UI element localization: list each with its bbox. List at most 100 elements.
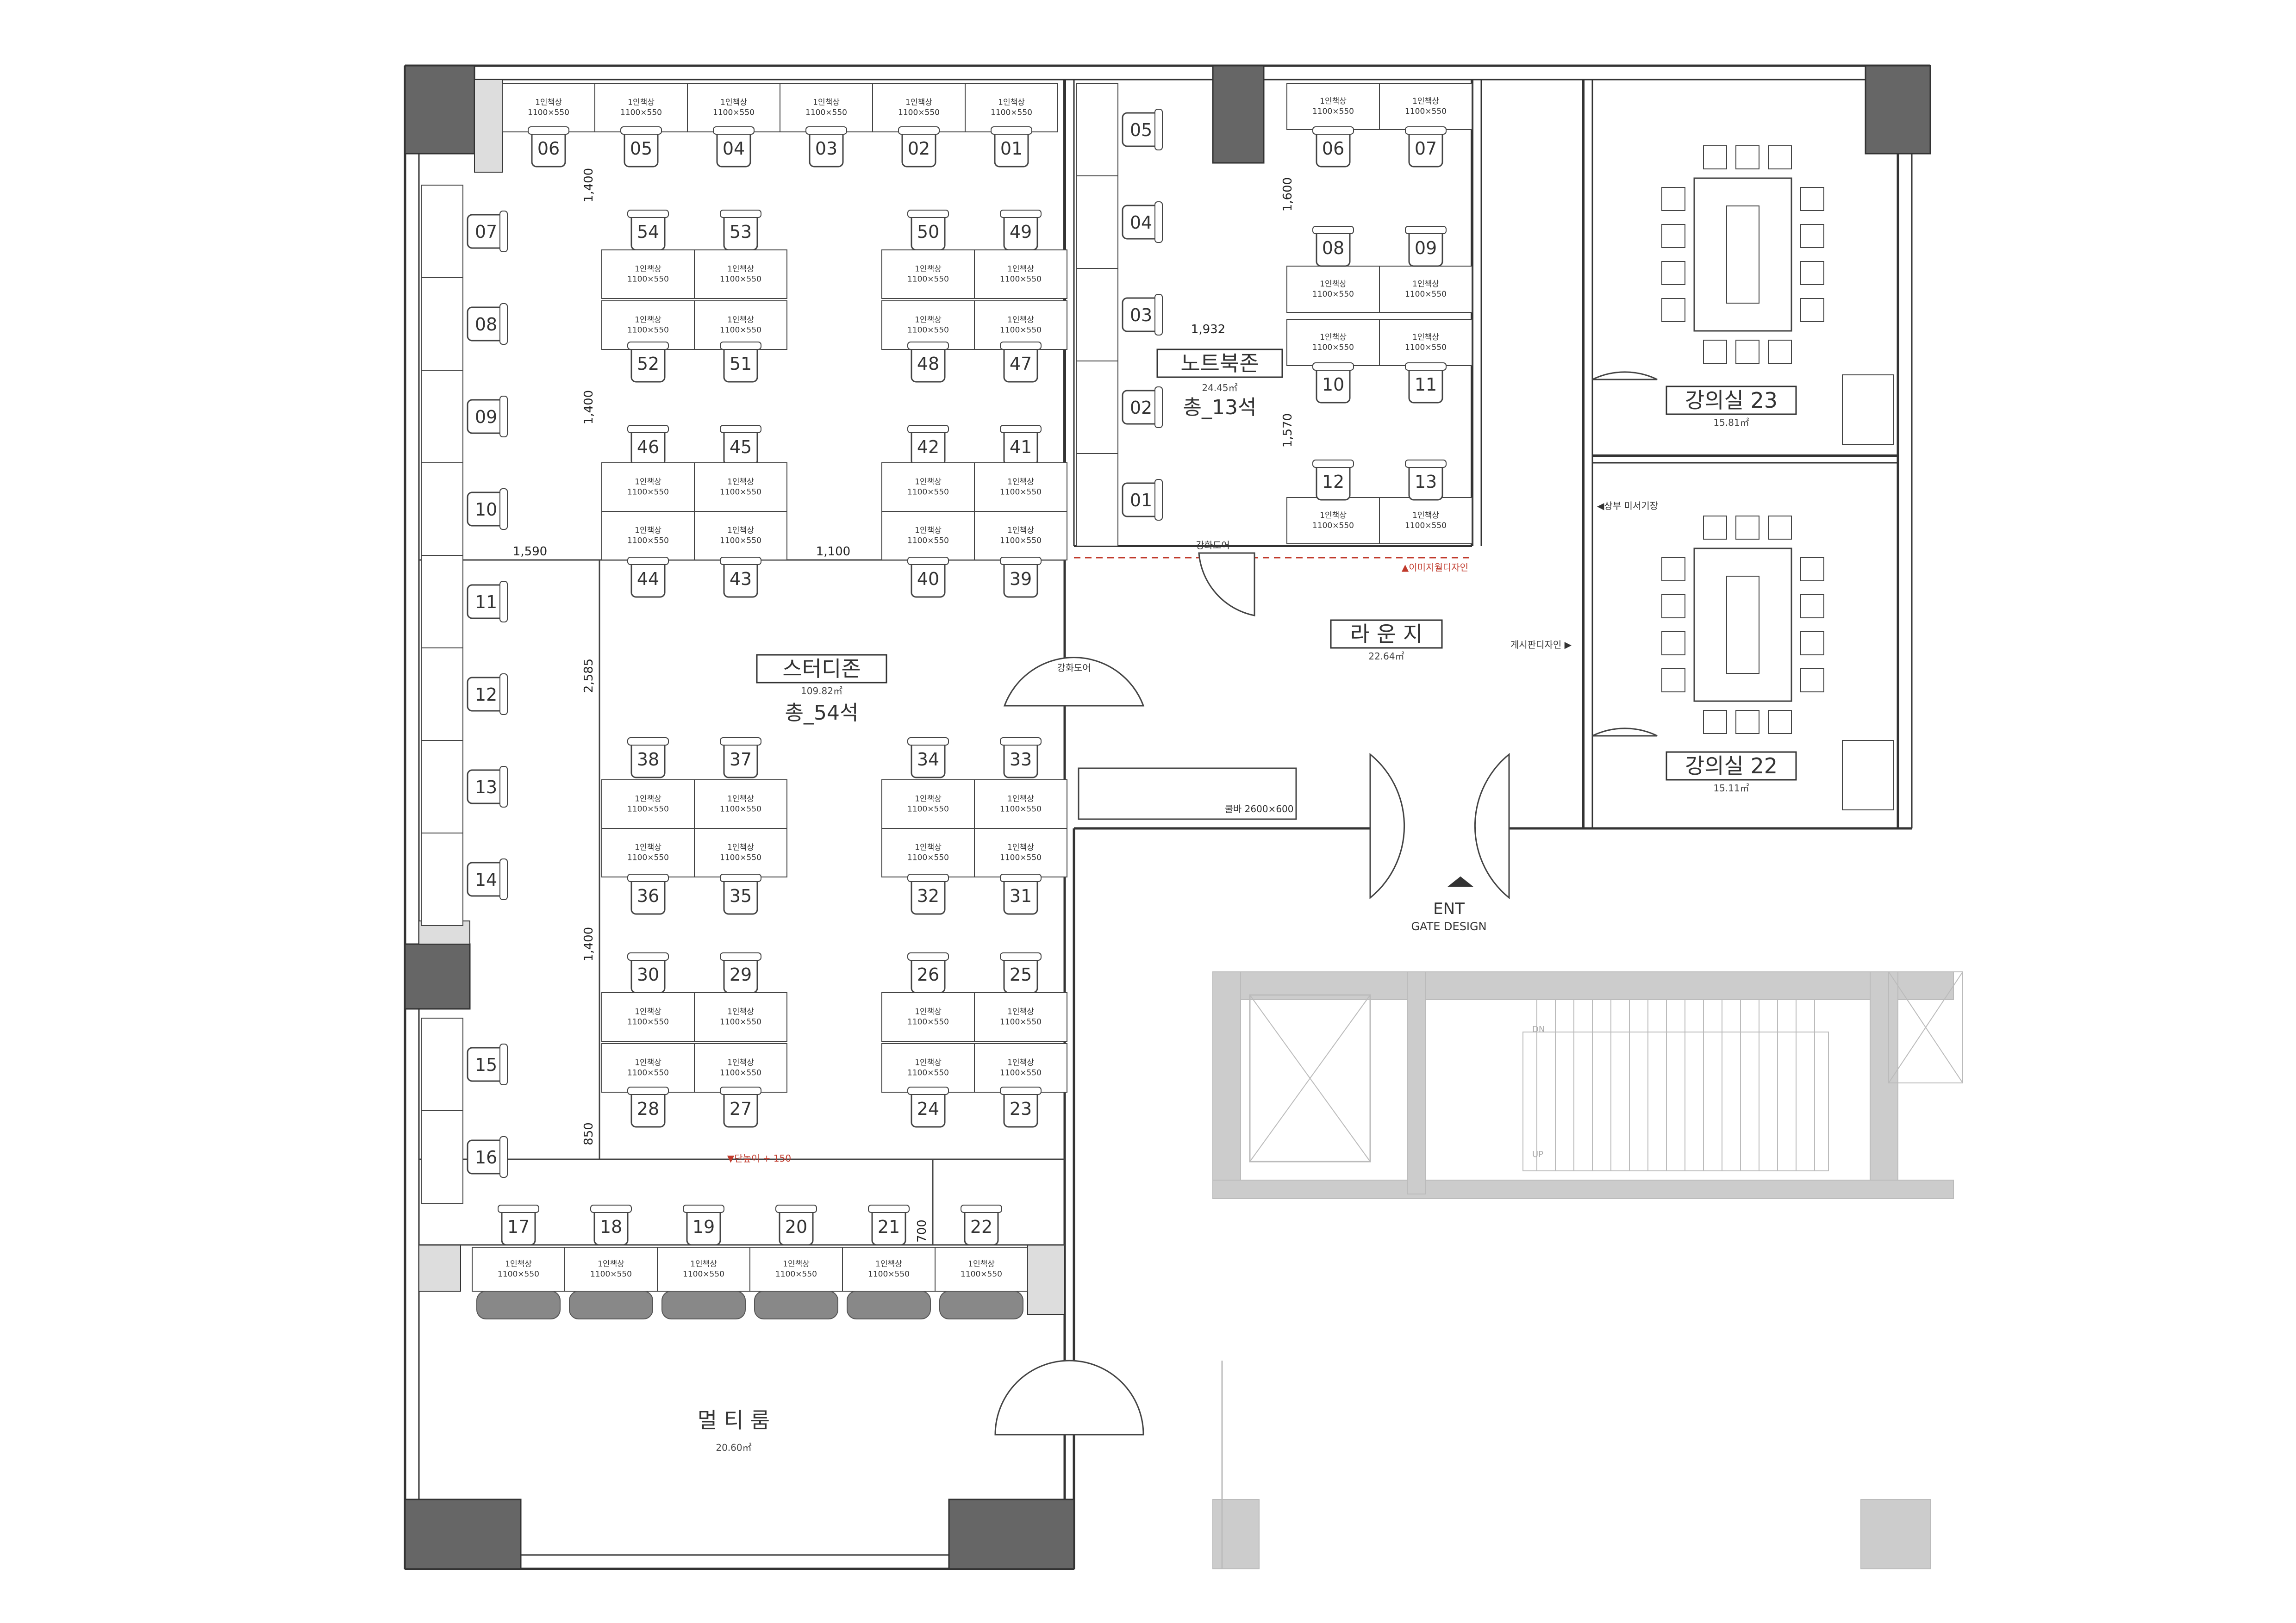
chair-back [1000, 210, 1042, 218]
chair-back [1000, 737, 1042, 746]
chair-back [627, 210, 669, 218]
lecture-chair [1735, 145, 1759, 169]
chair-back [499, 488, 508, 530]
left-desk [421, 370, 463, 463]
desk-size-label: 1100×550 [1312, 290, 1354, 299]
seat-number-grid: 25 [1010, 964, 1032, 985]
seat-number-bottom: 18 [600, 1217, 622, 1237]
desk-name-label: 1인책상 [915, 316, 942, 325]
seat-number-top: 05 [630, 138, 652, 159]
chair-back [907, 342, 949, 350]
desk-name-label: 1인책상 [505, 1260, 532, 1269]
lecture-chair [1768, 145, 1792, 169]
planter [661, 1291, 746, 1319]
grid-desk [881, 779, 975, 829]
desk-name-label: 1인책상 [1412, 511, 1439, 520]
desk-size-label: 1100×550 [528, 108, 569, 118]
desk-size-label: 1100×550 [627, 488, 669, 497]
desk-size-label: 1100×550 [1000, 275, 1042, 284]
column-cover [418, 1244, 461, 1292]
room-seats-notebook: 총_13석 [1183, 396, 1257, 419]
note-image-wall: ▲이미지월디자인 [1402, 562, 1468, 573]
entrance-sub-label: GATE DESIGN [1411, 920, 1486, 933]
chair-back [528, 126, 569, 135]
notebook-right-desk [1379, 266, 1472, 313]
desk-size-label: 1100×550 [1000, 488, 1042, 497]
grid-desk [694, 992, 787, 1042]
seat-number-grid: 51 [730, 354, 752, 374]
dimension-label: 1,100 [816, 545, 850, 559]
chair-back [499, 1136, 508, 1178]
top-desk [687, 83, 780, 132]
seat-number-grid: 52 [637, 354, 659, 374]
desk-name-label: 1인책상 [1007, 316, 1034, 325]
grid-desk [974, 828, 1067, 877]
desk-size-label: 1100×550 [991, 108, 1032, 118]
desk-name-label: 1인책상 [915, 526, 942, 535]
desk-name-label: 1인책상 [813, 98, 840, 107]
desk-size-label: 1100×550 [683, 1270, 724, 1279]
chair-back [627, 425, 669, 433]
chair-back [1154, 109, 1163, 150]
core-wall-divider [1407, 971, 1426, 1194]
chair-back [627, 737, 669, 746]
chair-back [907, 557, 949, 565]
bottom-desk [472, 1247, 565, 1292]
desk-name-label: 1인책상 [727, 795, 754, 804]
desk-size-label: 1100×550 [627, 326, 669, 335]
desk-size-label: 1100×550 [720, 275, 761, 284]
chair-back [1154, 386, 1163, 428]
chair-back [683, 1205, 724, 1213]
desk-name-label: 1인책상 [1412, 333, 1439, 342]
lecture-chair [1768, 340, 1792, 364]
desk-size-label: 1100×550 [720, 1069, 761, 1078]
seat-number: 08 [475, 314, 497, 335]
chair-back [627, 342, 669, 350]
desk-name-label: 1인책상 [635, 1007, 661, 1017]
desk-size-label: 1100×550 [590, 1270, 632, 1279]
dimension-label: 700 [915, 1219, 929, 1243]
seat-number: 16 [475, 1147, 497, 1168]
door-swing-notebook [1198, 552, 1255, 616]
lecture-chair [1735, 340, 1759, 364]
desk-size-label: 1100×550 [907, 805, 949, 814]
chair-back [775, 1205, 817, 1213]
grid-desk [694, 1043, 787, 1093]
chair-back [1312, 226, 1354, 234]
notebook-right-desk [1286, 497, 1380, 544]
left-desk [421, 462, 463, 556]
podium-desk [1842, 374, 1894, 445]
lecture-chair [1661, 557, 1685, 581]
chair-back [868, 1205, 910, 1213]
dimension-label: 1,570 [1281, 413, 1295, 448]
chair-back [907, 952, 949, 961]
desk-name-label: 1인책상 [598, 1260, 624, 1269]
desk-name-label: 1인책상 [1007, 795, 1034, 804]
chair-back [1405, 126, 1447, 135]
lecture-chair [1768, 516, 1792, 540]
desk-size-label: 1100×550 [627, 805, 669, 814]
grid-desk [694, 249, 787, 299]
seat-number: 03 [1130, 305, 1152, 325]
notebook-right-desk [1379, 319, 1472, 366]
lecture-chair [1800, 187, 1824, 211]
room-area-lecture22: 15.11㎡ [1713, 783, 1749, 794]
seat-number-bottom: 22 [970, 1217, 992, 1237]
seat-number-notebook: 12 [1322, 472, 1344, 492]
chair-back [1312, 460, 1354, 468]
desk-name-label: 1인책상 [1007, 1007, 1034, 1017]
left-desk [421, 1018, 463, 1111]
door-swing-entrance-left [1369, 752, 1405, 900]
structural-column [948, 1499, 1075, 1570]
desk-size-label: 1100×550 [1312, 107, 1354, 116]
chair-back [907, 737, 949, 746]
chair-back [720, 737, 761, 746]
chair-back [907, 874, 949, 882]
dimension-label: 2,585 [582, 659, 596, 693]
lecture-chair [1661, 224, 1685, 248]
door-swing-lecture23 [1592, 371, 1658, 380]
desk-size-label: 1100×550 [1405, 290, 1447, 299]
desk-size-label: 1100×550 [713, 108, 755, 118]
structural-column [404, 1499, 522, 1570]
